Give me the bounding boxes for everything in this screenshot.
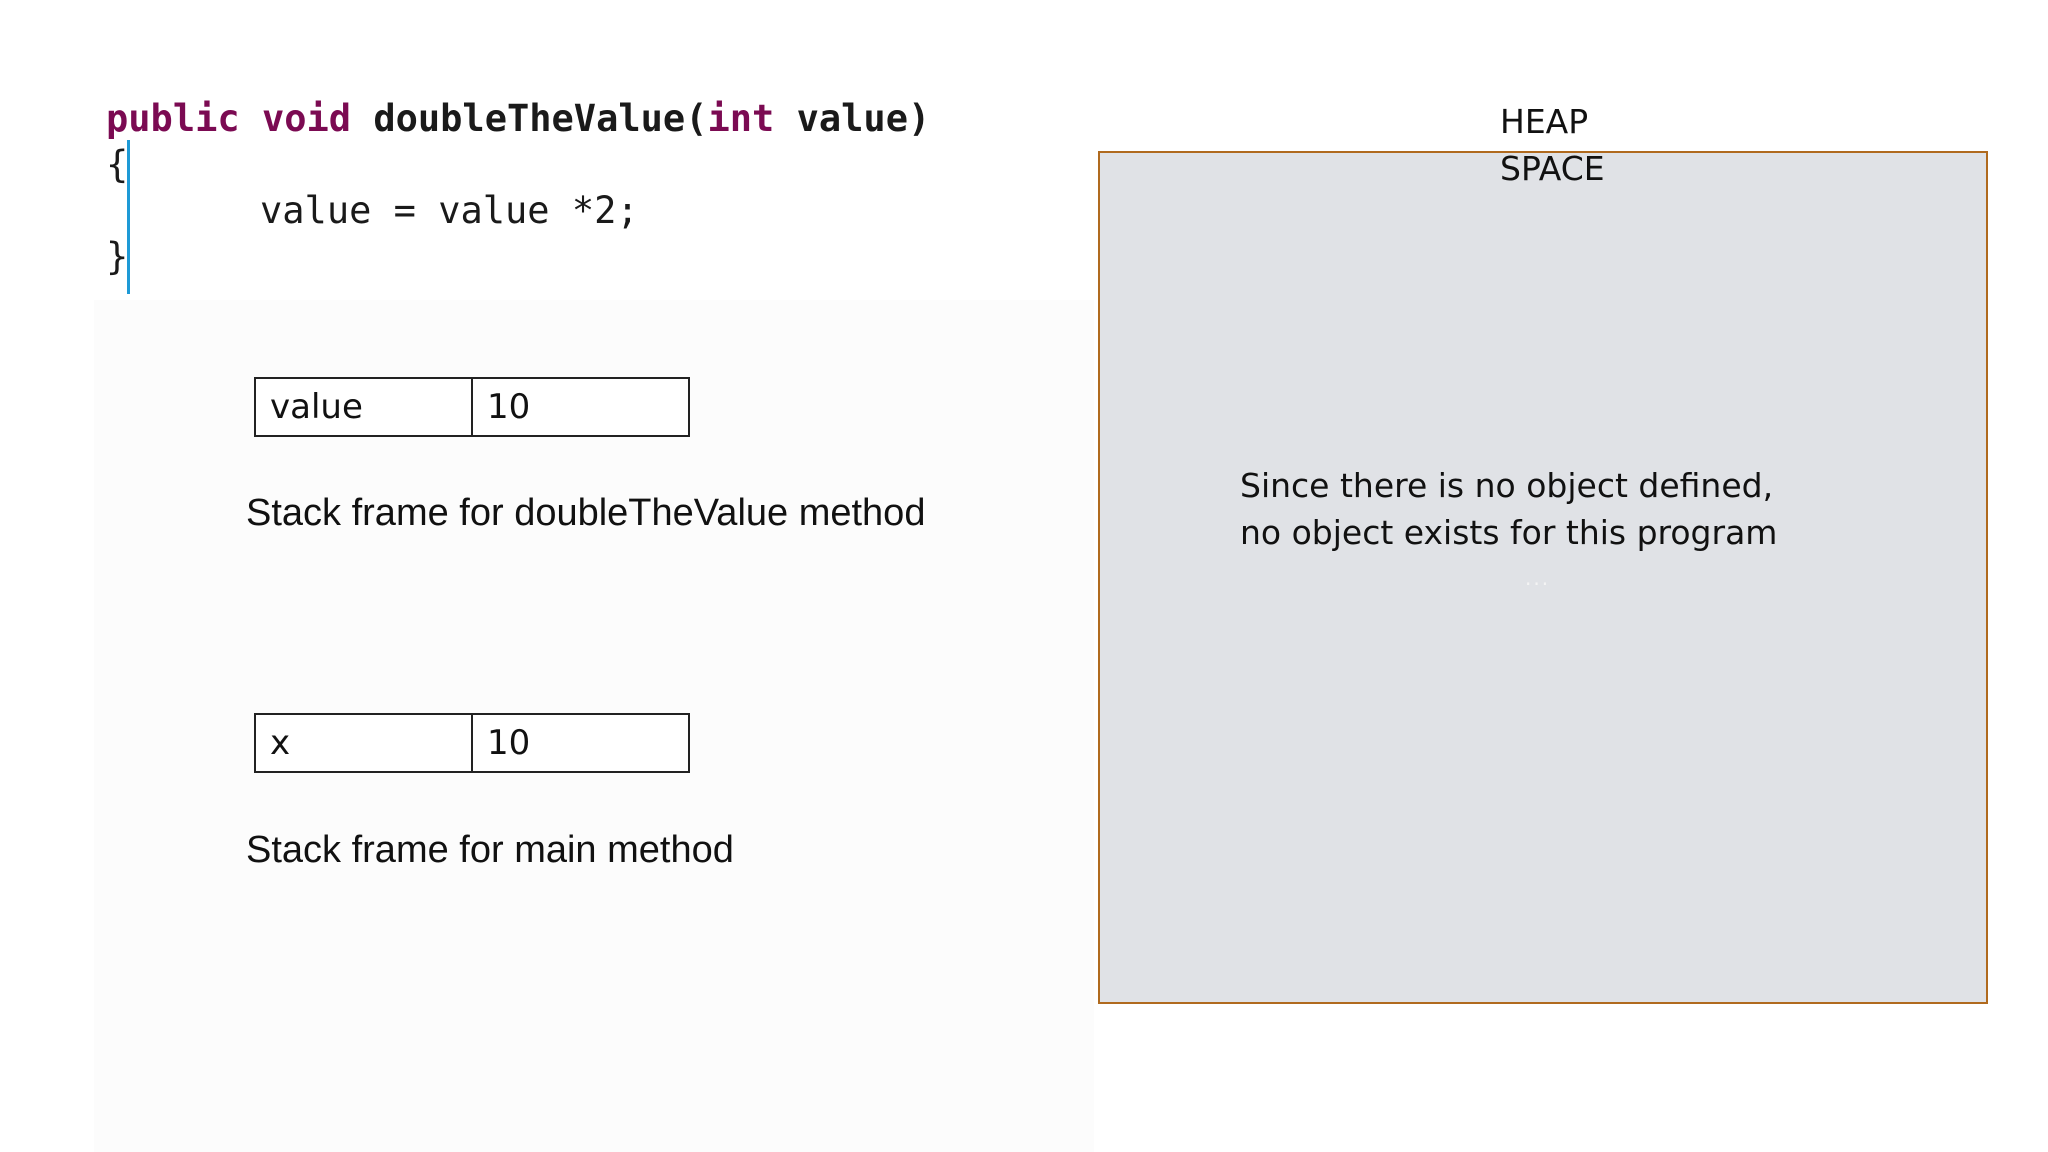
stack-var-value: 10 — [471, 377, 690, 437]
code-keyword-void: void — [261, 97, 352, 140]
code-keyword-public: public — [106, 97, 240, 140]
heap-note-line1: Since there is no object defined, — [1240, 466, 1774, 505]
code-close-brace: } — [106, 235, 129, 278]
code-open-paren: ( — [685, 97, 708, 140]
stack-var-value: 10 — [471, 713, 690, 773]
code-method-name: doubleTheValue — [373, 97, 686, 140]
heap-note: Since there is no object defined, no obj… — [1240, 462, 1800, 556]
code-keyword-int: int — [707, 97, 775, 140]
code-open-brace: { — [106, 143, 129, 186]
table-row: x 10 — [254, 713, 690, 773]
heap-title-line2: SPACE — [1500, 149, 1605, 188]
heap-title-line1: HEAP — [1500, 102, 1589, 141]
stack-frame-main-table: x 10 — [254, 713, 690, 773]
heap-title: HEAP SPACE — [1500, 98, 1720, 192]
stack-frame-main-caption: Stack frame for main method — [246, 829, 734, 871]
heap-note-line2: no object exists for this program — [1240, 513, 1778, 552]
stack-frame-double-caption: Stack frame for doubleTheValue method — [246, 492, 926, 534]
code-close-paren: ) — [907, 97, 931, 140]
stack-var-name: value — [254, 377, 473, 437]
stack-var-name: x — [254, 713, 473, 773]
text-cursor-bar — [127, 140, 130, 294]
code-param-name: value — [796, 97, 908, 140]
code-body-statement: value = value *2; — [260, 189, 639, 232]
heap-space-box — [1098, 151, 1988, 1004]
method-signature: public void doubleTheValue(int value) — [106, 96, 930, 142]
stack-frame-double-table: value 10 — [254, 377, 690, 437]
table-row: value 10 — [254, 377, 690, 437]
heap-ellipsis: ... — [1525, 566, 1551, 590]
